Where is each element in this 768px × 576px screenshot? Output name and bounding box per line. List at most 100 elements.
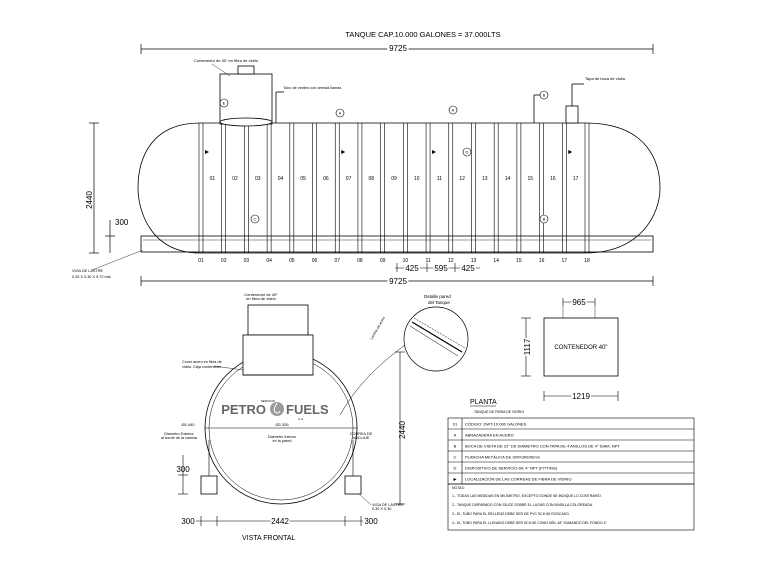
base-height-label-side: 300 (115, 218, 129, 227)
rib-label-bottom: 13 (471, 258, 477, 264)
front-outer-diameter: Ø2.440 (181, 422, 195, 427)
logo-bottom-text: C.A. (298, 417, 304, 421)
front-cover-label: Cover acero en fibra de (182, 360, 222, 364)
container-base-label: 1219 (572, 392, 590, 401)
logo-top-text: SERVICIO (261, 399, 276, 403)
strap-marker-icon (205, 150, 209, 154)
rib-label-inner: 14 (505, 176, 511, 182)
strap-marker-icon (432, 150, 437, 154)
front-outer-label: Diametro Exterior (164, 432, 194, 436)
note-4: 4.- EL TUBO PARA EL LLENADO DEBE SER SCH… (452, 521, 608, 525)
marker-b-1: B (543, 93, 546, 98)
marker-letters: E A C A D B B (223, 93, 546, 222)
container-width-label: 965 (572, 298, 586, 307)
front-inner-label-2: en la pared (273, 439, 292, 443)
strap-marker-icon (568, 150, 573, 154)
legend-text-4: PLANCHA METÁLICA DE 300X300X6mm (465, 455, 541, 460)
front-base-label: VIGA DE LASTRE (372, 503, 403, 507)
legend-table (447, 417, 695, 531)
rib-label-inner: 02 (232, 176, 238, 182)
legend-code-2: A (454, 433, 457, 438)
legend-title: PLANTA (470, 399, 497, 406)
front-base-label-2: 0,30 X 0,30 (372, 507, 391, 511)
legend-text-3: BOCA DE VISITA DE 22" DE DIAMETRO CON TA… (465, 444, 620, 449)
rib-label-inner: 01 (210, 176, 216, 182)
notes-title: NOTAS: (452, 486, 465, 490)
rib-label-bottom: 16 (539, 258, 545, 264)
spacing-right-label: 425 (461, 264, 475, 273)
rib-label-bottom: 07 (334, 258, 340, 264)
overall-length-top-label: 9725 (389, 44, 407, 53)
rib-label-bottom: 03 (244, 258, 250, 264)
rib-label-bottom: 17 (562, 258, 568, 264)
container-label: CONTENEDOR 40" (554, 345, 607, 351)
front-view-tank (200, 304, 362, 505)
rib-label-bottom: 14 (493, 258, 499, 264)
tank-ribs (198, 123, 590, 253)
note-2: 2.- TANQUE DISPARADO CON SÍLICE SOBRE EL… (452, 503, 593, 507)
height-label-side: 2440 (85, 191, 94, 209)
front-right-label: CORREA DE (350, 432, 373, 436)
rib-label-bottom: 11 (425, 258, 430, 264)
rib-label-bottom: 06 (312, 258, 318, 264)
strap-marker-icon (341, 150, 346, 154)
legend-subtitle: TANQUE DE FIBRA DE VIDRIO (474, 410, 524, 414)
rib-label-bottom: 08 (357, 258, 363, 264)
overall-length-dimension-top (140, 44, 654, 54)
front-view-title: VISTA FRONTAL (242, 535, 296, 542)
legend-code-3: B (454, 444, 457, 449)
front-right-width: 300 (364, 517, 378, 526)
front-height-label: 2440 (398, 421, 407, 439)
rib-label-bottom: 10 (403, 258, 409, 264)
rib-label-bottom: 18 (584, 258, 590, 264)
base-beam-note: VIGA DE LASTRE (72, 269, 103, 273)
rib-label-bottom: 12 (448, 258, 454, 264)
rib-label-inner: 16 (550, 176, 556, 182)
container-view (521, 298, 619, 401)
overall-length-dimension-bottom (140, 276, 654, 286)
legend-notes: NOTAS: 1.- TODAS LAS MEDIDAS EN MILÍMETR… (452, 486, 608, 525)
front-width-label: 2442 (271, 517, 289, 526)
note-3: 3.- EL TUBO PARA EL RELLENO DEBE SER DE … (452, 512, 570, 516)
front-right-label-2: ANCLAJE (352, 436, 370, 440)
front-cover-label-2: vidrio. Caja contenedor (182, 365, 222, 369)
marker-e-1: E (223, 101, 226, 106)
spacing-left-label: 425 (405, 264, 419, 273)
wall-detail-label-2: del Tanque (428, 300, 450, 305)
marker-circles (219, 90, 549, 224)
vent-pipe (275, 91, 284, 123)
petrofuels-logo: SERVICIO PETRO FUELS C.A. (221, 399, 329, 421)
legend-text-1: CÓDIGO: DWT-10.000 GALONES (465, 422, 527, 427)
legend-text-6: LOCALIZACIÓN DE LAS CORREAS DE FIBRA DE … (465, 477, 571, 482)
rib-label-inner: 13 (482, 176, 488, 182)
front-container-label-2: en fibra de vidrio (246, 296, 276, 301)
side-view-tank (137, 122, 661, 254)
wall-detail (339, 306, 469, 416)
rib-label-inner: 12 (459, 176, 465, 182)
rib-label-inner: 05 (300, 176, 306, 182)
side-container (219, 65, 273, 127)
logo-petro: PETRO (221, 402, 266, 417)
logo-drop-icon (270, 402, 284, 416)
rib-label-bottom: 09 (380, 258, 386, 264)
note-1: 1.- TODAS LAS MEDIDAS EN MILÍMETRO, EXCE… (452, 494, 602, 498)
marker-c: C (254, 217, 257, 222)
vent-note: Tubo de venteo con arresta llamas (283, 86, 341, 90)
rib-label-bottom: 15 (516, 258, 522, 264)
rib-label-inner: 10 (414, 176, 420, 182)
rib-label-bottom: 02 (221, 258, 227, 264)
legend-code-6: ▶ (453, 477, 457, 482)
spacing-mid-label: 595 (434, 264, 448, 273)
height-dimension-side (89, 122, 115, 254)
rib-label-inner: 04 (278, 176, 284, 182)
rib-label-bottom: 05 (289, 258, 295, 264)
front-base-height-label: 300 (176, 465, 190, 474)
marker-b-2: B (543, 217, 546, 222)
front-container-label: Contenedor de 40" (244, 292, 278, 297)
legend-code-5: D (454, 466, 457, 471)
wall-detail-label: Detalle pared (424, 294, 451, 299)
legend-rows: 01 CÓDIGO: DWT-10.000 GALONES A ABRAZADE… (453, 422, 621, 482)
